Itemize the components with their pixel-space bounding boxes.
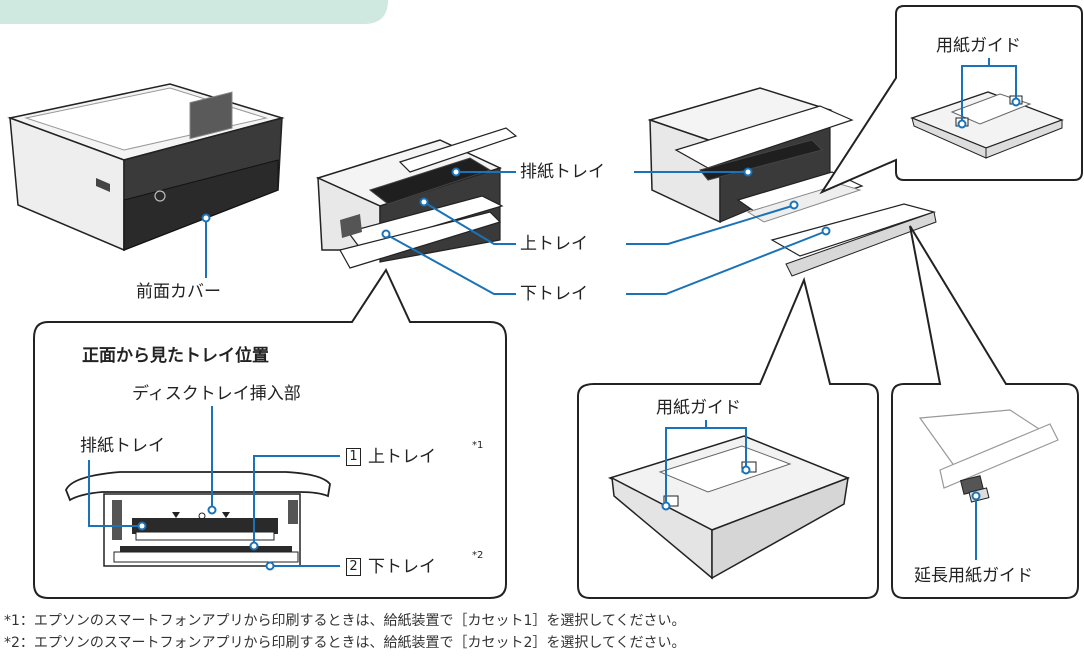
- label-front-output-tray: 排紙トレイ: [80, 436, 165, 456]
- footnote-2: *2：エプソンのスマートフォンアプリから印刷するときは、給紙装置で［カセット2］…: [4, 635, 686, 651]
- label-disc-tray-slot: ディスクトレイ挿入部: [132, 384, 301, 404]
- label-front-lower-tray: 下トレイ: [368, 557, 436, 577]
- label-lower-tray: 下トレイ: [520, 284, 588, 304]
- label-paper-guide-bottom: 用紙ガイド: [656, 398, 741, 418]
- label-extension-paper-guide: 延長用紙ガイド: [914, 566, 1033, 586]
- printer-closed-illustration: [7, 83, 285, 252]
- header-band: [0, 0, 388, 24]
- front-view-bubble: [33, 267, 507, 599]
- printer-trays-open-right: [647, 87, 937, 277]
- label-upper-tray: 上トレイ: [520, 234, 588, 254]
- label-front-cover: 前面カバー: [136, 282, 221, 302]
- printer-trays-open-left: [315, 127, 518, 269]
- label-paper-guide-top: 用紙ガイド: [936, 36, 1021, 56]
- badge-lower-tray-number: 2: [346, 558, 361, 576]
- label-front-upper-tray: 上トレイ: [368, 447, 436, 467]
- footnote-mark-2: *2: [472, 550, 484, 561]
- badge-upper-tray-number: 1: [346, 448, 361, 466]
- footnote-mark-1: *1: [472, 440, 484, 451]
- callout-extension-guide: [891, 225, 1079, 599]
- leader-lines: [88, 97, 1021, 571]
- callout-paper-guide-top: [819, 5, 1083, 195]
- label-output-tray: 排紙トレイ: [520, 162, 605, 182]
- callout-paper-guide-bottom: [577, 276, 879, 599]
- front-view-title: 正面から見たトレイ位置: [82, 346, 269, 366]
- footnote-1: *1：エプソンのスマートフォンアプリから印刷するときは、給紙装置で［カセット1］…: [4, 613, 686, 629]
